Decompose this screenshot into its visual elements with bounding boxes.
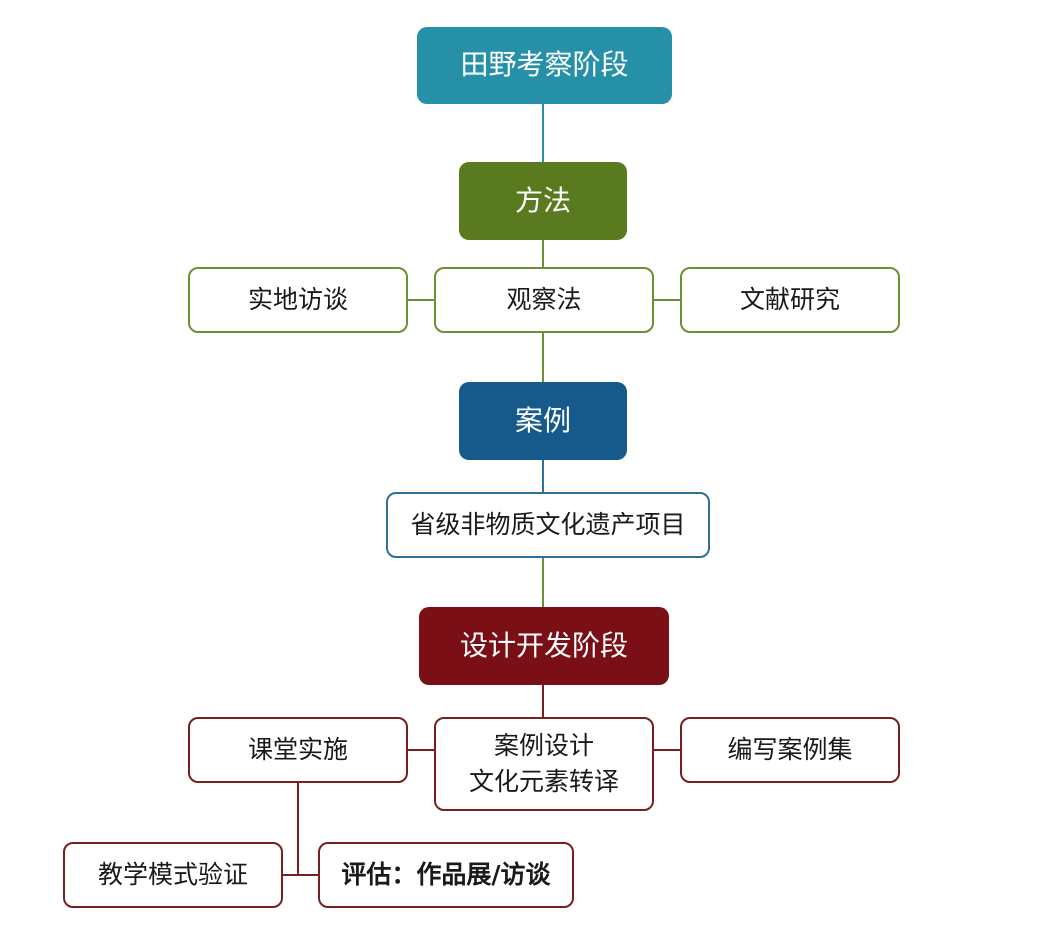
case-design-label: 案例设计 [493, 730, 594, 760]
case-design-node: 案例设计 文化元素转译 [434, 717, 654, 811]
field-stage-label: 田野考察阶段 [460, 48, 629, 82]
case-node: 案例 [459, 382, 627, 460]
design-stage-node: 设计开发阶段 [419, 607, 669, 685]
literature-node: 文献研究 [680, 267, 900, 333]
evaluation-node: 评估：作品展/访谈 [318, 842, 574, 908]
design-stage-label: 设计开发阶段 [459, 628, 628, 662]
compile-node: 编写案例集 [680, 717, 900, 783]
literature-label: 文献研究 [739, 284, 840, 314]
evaluation-label: 评估：作品展/访谈 [341, 859, 551, 889]
field-stage-node: 田野考察阶段 [417, 27, 672, 104]
interview-node: 实地访谈 [188, 267, 408, 333]
culture-translation-label: 文化元素转译 [468, 767, 619, 796]
observation-node: 观察法 [434, 267, 654, 333]
interview-label: 实地访谈 [247, 284, 348, 314]
case-label: 案例 [514, 403, 571, 437]
heritage-node: 省级非物质文化遗产项目 [386, 492, 710, 558]
teaching-verify-label: 教学模式验证 [97, 859, 248, 889]
case-design-text: 案例设计 文化元素转译 [469, 728, 619, 801]
classroom-label: 课堂实施 [247, 734, 348, 764]
heritage-label: 省级非物质文化遗产项目 [410, 509, 686, 539]
teaching-verify-node: 教学模式验证 [63, 842, 283, 908]
method-node: 方法 [459, 162, 627, 240]
observation-label: 观察法 [506, 284, 582, 314]
method-label: 方法 [514, 183, 571, 217]
compile-label: 编写案例集 [727, 734, 853, 764]
classroom-node: 课堂实施 [188, 717, 408, 783]
